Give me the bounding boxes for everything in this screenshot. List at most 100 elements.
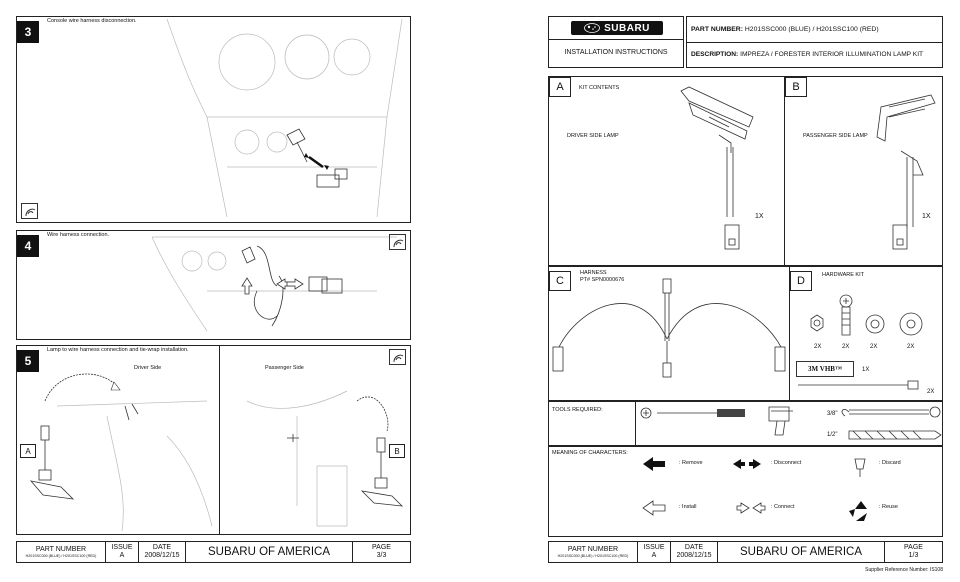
- footer-company-cell: SUBARU OF AMERICA: [185, 541, 353, 563]
- tie-wrap-qty: 2X: [927, 389, 935, 395]
- header-divider: [687, 42, 942, 43]
- reference-icon: [389, 234, 406, 250]
- section-b: B PASSENGER SIDE LAMP 1X: [784, 76, 943, 266]
- footer-company: SUBARU OF AMERICA: [739, 546, 863, 558]
- left-footer: PART NUMBER H201SSC000 (BLUE) / H201SSC1…: [16, 541, 411, 563]
- passenger-lamp-label: PASSENGER SIDE LAMP: [803, 133, 868, 139]
- passenger-side-label: Passenger Side: [265, 365, 304, 371]
- part-number-value: H201SSC000 (BLUE) / H201SSC100 (RED): [744, 26, 879, 33]
- lamp-install-illustration: [29, 373, 404, 532]
- driver-side-label: Driver Side: [134, 365, 162, 371]
- tools-title: TOOLS REQUIRED:: [552, 407, 603, 413]
- header-divider: [549, 39, 683, 40]
- footer-part-number-header: PART NUMBER: [35, 545, 87, 553]
- passenger-lamp-drawing: [876, 94, 936, 250]
- footer-issue-cell: ISSUE A: [637, 541, 671, 563]
- meaning-discard: : Discard: [879, 460, 901, 466]
- footer-page-header: PAGE: [904, 544, 923, 551]
- drill-bit-size: 1/2": [827, 432, 838, 438]
- meaning-remove: : Remove: [679, 460, 703, 466]
- part-number-line: PART NUMBER: H201SSC000 (BLUE) / H201SSC…: [691, 26, 879, 34]
- step-5-divider: [219, 346, 220, 534]
- meaning-install: : Install: [679, 504, 697, 510]
- step-number: 3: [17, 21, 39, 43]
- tools-section: TOOLS REQUIRED: 3/8" 1/2": [548, 401, 943, 446]
- section-c: C HARNESS PT# SPN0000676: [548, 266, 790, 401]
- footer-part-number-cell: PART NUMBER H201SSC000 (BLUE) / H201SSC1…: [16, 541, 106, 563]
- step-caption: Wire harness connection.: [47, 232, 110, 238]
- footer-issue-value: A: [119, 552, 125, 559]
- pleiades-icon: [584, 23, 601, 33]
- meaning-connect: : Connect: [771, 504, 795, 510]
- hardware-qty-nut: 2X: [814, 344, 822, 350]
- footer-date-value: 2008/12/15: [144, 552, 180, 559]
- hardware-qty-washer-small: 2X: [870, 344, 878, 350]
- footer-issue-header: ISSUE: [643, 544, 665, 551]
- step-number: 4: [17, 235, 39, 257]
- step-5-panel: 5 Lamp to wire harness connection and ti…: [16, 345, 411, 535]
- section-letter: A: [549, 77, 571, 97]
- footer-company-cell: SUBARU OF AMERICA: [717, 541, 885, 563]
- harness-drawing: [552, 278, 786, 378]
- step-caption: Console wire harness disconnection.: [47, 18, 137, 24]
- harness-title: HARNESS: [580, 270, 607, 276]
- step-caption: Lamp to wire harness connection and tie-…: [47, 347, 189, 353]
- hardware-qty-washer-large: 2X: [907, 344, 915, 350]
- reuse-icon: [849, 501, 867, 521]
- reference-icon: [389, 349, 406, 365]
- description-label: DESCRIPTION:: [691, 51, 739, 58]
- supplier-reference: Supplier Reference Number: IS108: [865, 567, 943, 573]
- remove-arrow-icon: [643, 457, 665, 471]
- footer-issue-cell: ISSUE A: [105, 541, 139, 563]
- hardware-drawing: [798, 294, 923, 390]
- brand-name: SUBARU: [604, 22, 650, 34]
- meaning-disconnect: : Disconnect: [771, 460, 802, 466]
- section-title: KIT CONTENTS: [579, 85, 620, 91]
- section-letter: B: [785, 77, 807, 97]
- hardware-qty-bolt: 2X: [842, 344, 850, 350]
- description-line: DESCRIPTION: IMPREZA / FORESTER INTERIOR…: [691, 51, 923, 59]
- callout-a: A: [20, 444, 36, 458]
- vhb-tape-qty: 1X: [862, 367, 870, 373]
- meaning-title: MEANING OF CHARACTERS:: [552, 450, 628, 456]
- part-description-cell: PART NUMBER: H201SSC000 (BLUE) / H201SSC…: [686, 16, 943, 68]
- footer-date-cell: DATE 2008/12/15: [670, 541, 718, 563]
- callout-b: B: [389, 444, 405, 458]
- phillips-icon: [640, 407, 652, 419]
- footer-date-value: 2008/12/15: [676, 552, 712, 559]
- install-arrow-icon: [642, 500, 666, 516]
- hardware-title: HARDWARE KIT: [822, 272, 864, 278]
- reference-icon: [21, 203, 38, 219]
- meaning-section: MEANING OF CHARACTERS: : Remove : Discon…: [548, 446, 943, 537]
- section-a: A KIT CONTENTS DRIVER SIDE LAMP 1X: [548, 76, 785, 266]
- section-d: D HARDWARE KIT 2X 2X 2X 2X 3M VHB™ 1X 2X: [789, 266, 943, 401]
- harness-part: PT# SPN0000676: [580, 277, 625, 283]
- tools-divider: [635, 402, 636, 445]
- footer-page-cell: PAGE 3/3: [352, 541, 411, 563]
- footer-page-value: 3/3: [376, 552, 387, 559]
- section-letter: C: [549, 271, 571, 291]
- subaru-logo: SUBARU: [571, 21, 663, 35]
- footer-date-cell: DATE 2008/12/15: [138, 541, 186, 563]
- right-footer: PART NUMBER H201SSC000 (BLUE) / H201SSC1…: [548, 541, 943, 563]
- footer-date-header: DATE: [152, 544, 172, 551]
- footer-company: SUBARU OF AMERICA: [207, 546, 331, 558]
- footer-page-value: 1/3: [908, 552, 919, 559]
- tools-drawing: [640, 406, 942, 440]
- driver-lamp-label: DRIVER SIDE LAMP: [567, 133, 619, 139]
- footer-part-number-value: H201SSC000 (BLUE) / H201SSC100 (RED): [25, 553, 97, 558]
- brand-cell: SUBARU INSTALLATION INSTRUCTIONS: [548, 16, 684, 68]
- discard-icon: [854, 458, 866, 477]
- wrench-size: 3/8": [827, 411, 838, 417]
- footer-date-header: DATE: [684, 544, 704, 551]
- footer-part-number-value: H201SSC000 (BLUE) / H201SSC100 (RED): [557, 553, 629, 558]
- part-number-label: PART NUMBER:: [691, 26, 743, 33]
- disconnect-arrows-icon: [733, 459, 761, 469]
- doc-type: INSTALLATION INSTRUCTIONS: [564, 49, 668, 56]
- footer-page-header: PAGE: [372, 544, 391, 551]
- footer-issue-value: A: [651, 552, 657, 559]
- passenger-lamp-qty: 1X: [922, 213, 931, 220]
- footer-issue-header: ISSUE: [111, 544, 133, 551]
- step-4-panel: 4 Wire harness connection.: [16, 230, 411, 340]
- vhb-tape: 3M VHB™: [796, 361, 854, 377]
